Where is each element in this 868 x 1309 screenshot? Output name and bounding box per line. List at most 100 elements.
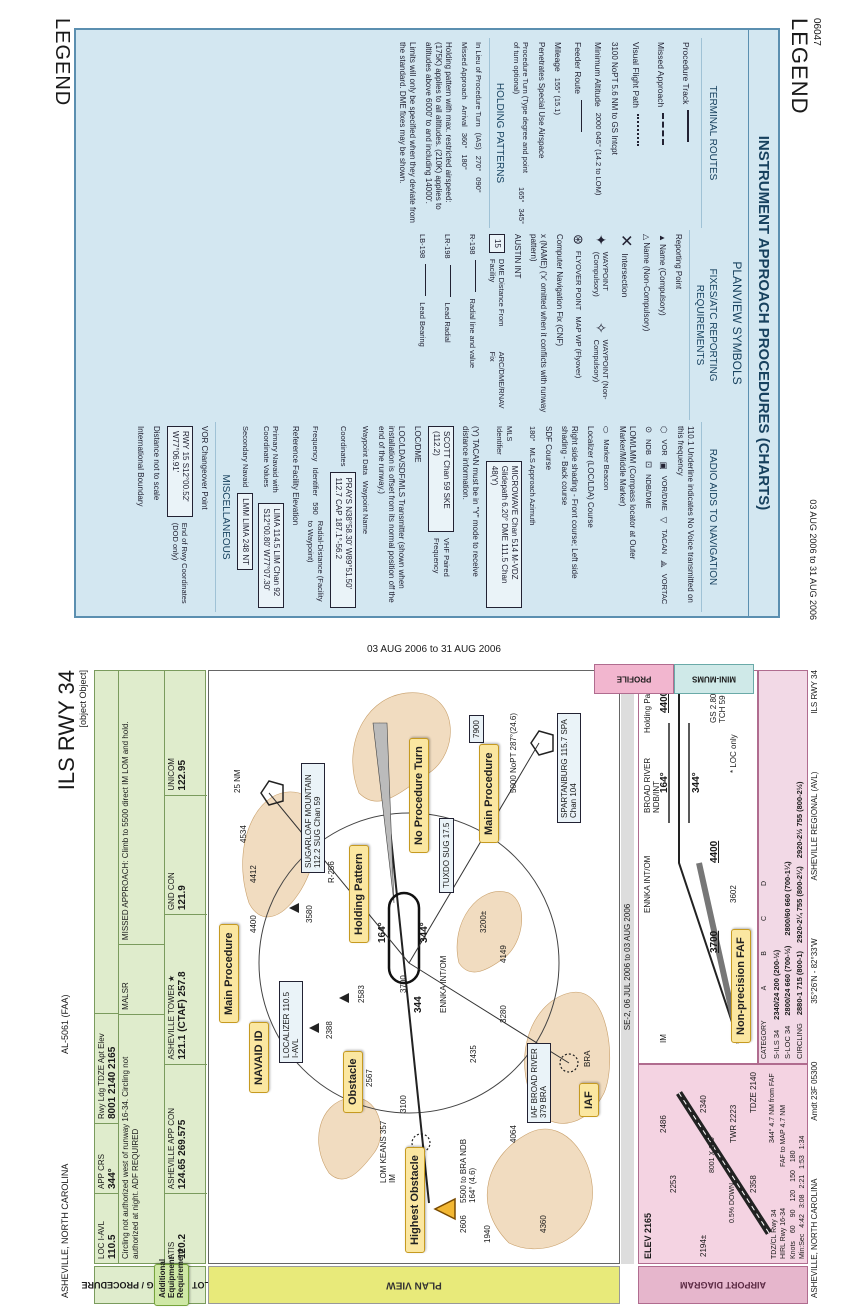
profile-view: BROAD RIVER NDB/INT Holding Pattern ENNK… [638, 670, 758, 1064]
minimums-circling-row: CIRCLING 2880-1 715 (800-1) 2920-2¼ 755 … [795, 781, 804, 1059]
runway-centerline [678, 1092, 770, 1234]
legend-flyover: ⊛ FLYOVER POINT MAP WP (Flyover) [571, 234, 587, 379]
bra-ndb-label: 5500 to BRA NDB 164° (4.6) [459, 1138, 477, 1203]
procedure-tab: PILOT BRIEFING / PROCEDURE [81, 1266, 219, 1304]
course-344-label: 344 [413, 996, 424, 1013]
visual-path-line-icon [625, 114, 640, 146]
procedure-track-line-icon [675, 110, 690, 143]
misc-heading: MISCELLANEOUS [214, 422, 232, 612]
ndb-icon: ⊙ [643, 426, 654, 434]
fixes-heading: FIXES/ATC REPORTING REQUIREMENTS [689, 230, 718, 420]
legend-header: 06047 LEGEND 03 AUG 2006 to 31 AUG 2006 [782, 10, 824, 630]
brief-missed-approach: MISSED APPROACH: Climb to 5500 direct IM… [121, 721, 130, 941]
planview-tab: PLAN VIEW [208, 1266, 620, 1304]
legend-main-title: INSTRUMENT APPROACH PROCEDURES (CHARTS) [748, 30, 778, 616]
plan-view-date: SE-2, 06 JUL 2006 to 03 AUG 2006 [621, 670, 634, 1264]
vor-dme-icon: ▣ [659, 461, 670, 470]
spartanburg-vortac-icon [530, 730, 554, 756]
legend-feeder-route: Feeder Route [567, 42, 588, 224]
callout-no-procedure-turn: No Procedure Turn [409, 738, 429, 853]
plan-view-map [242, 692, 611, 1250]
lead-bearing-line-icon [412, 264, 427, 297]
legend-mileage: Mileage 155° (15.1) [552, 42, 563, 115]
chart-header: ASHEVILLE, NORTH CAROLINA AL-5061 (FAA) … [54, 664, 92, 1304]
intersection-icon: ✕ [617, 234, 634, 248]
broad-river-ndb-icon [559, 1053, 579, 1073]
legend-col-terminal: TERMINAL ROUTES Procedure Track Missed A… [84, 38, 724, 228]
callout-main-procedure-1: Main Procedure [219, 924, 239, 1023]
minimums-table: CATEGORY A B C D S-ILS 34 2340/24 200 (2… [758, 670, 808, 1064]
flyover-icon: ⊛ [571, 234, 587, 245]
chart-footer: ASHEVILLE, NORTH CAROLINA Amdt 23F 05300… [810, 670, 819, 1298]
brief-malsr: MALSR [119, 944, 164, 1014]
chart-al-number: AL-5061 (FAA) [60, 994, 70, 1054]
localizer-feather-icon [372, 722, 395, 904]
legend-waypoints: ✦ WAYPOINT (Compulsory) ✧ WAYPOINT (Non-… [591, 234, 610, 400]
brief-loc: LOC I-AVL 110.5 [95, 1193, 118, 1263]
brief-tower: ASHEVILLE TOWER ★121.1 (CTAF) 257.8 [165, 914, 207, 1064]
legend-procedure-turn: Procedure Turn (Type degree and point of… [511, 42, 531, 224]
airport-diagram-drawing [676, 1091, 772, 1235]
chart-airport: [object Object] [78, 670, 88, 728]
separator-date: 03 AUG 2006 to 31 AUG 2006 [367, 644, 501, 655]
holding-patterns-heading: HOLDING PATTERNS [489, 38, 506, 228]
chart-location: ASHEVILLE, NORTH CAROLINA [60, 1163, 70, 1298]
legend-holding-note2: Limits will only be specified when they … [398, 42, 418, 223]
legend-sub-title: PLANVIEW SYMBOLS [730, 261, 744, 385]
callout-navaid-id: NAVAID ID [249, 1022, 269, 1093]
callout-iaf: IAF [579, 1083, 599, 1117]
legend-code: 06047 [811, 18, 822, 46]
legend-dme-distance: 15 DME Distance From Facility ARC/DME/RN… [487, 234, 506, 416]
callout-obstacle: Obstacle [343, 1050, 363, 1113]
localizer-box: LOCALIZER 110.5 I-AVL [279, 981, 303, 1063]
ennka-label: ENNKA INT/OM [439, 955, 448, 1013]
marker-beacon-icon: ⬭ [601, 426, 612, 434]
npt-route [408, 742, 540, 964]
spartanburg-box: SPARTANBURG 115.7 SPA Chan 104 [557, 713, 581, 823]
profile-holding-legs [668, 723, 690, 823]
radial-r256 [268, 792, 410, 964]
legend-title-top: LEGEND [787, 18, 812, 115]
approach-chart-region: ASHEVILLE, NORTH CAROLINA AL-5061 (FAA) … [0, 660, 868, 1309]
minimums-tab: MINI-MUMS [674, 664, 754, 694]
legend-holding-in-lieu: In Lieu of Procedure Turn (IAS) 270° 090… [474, 42, 483, 193]
glideslope-path [678, 683, 740, 1044]
brief-rwy-ldg: Rwy Ldg TDZE Apt Elev 8001 2140 2165 [95, 1013, 118, 1123]
r256-label: R-256 [327, 861, 336, 883]
legend-penetrates: Penetrates Special Use Airspace [537, 42, 547, 159]
callout-additional-equipment: Additional Equipment Requirement [154, 1249, 189, 1306]
legend-panel: INSTRUMENT APPROACH PROCEDURES (CHARTS) … [74, 28, 780, 618]
outbound-344-label: 344° [419, 922, 430, 943]
terminal-routes-heading: TERMINAL ROUTES [701, 38, 718, 228]
pilot-briefing: LOC I-AVL 110.5 APP CRS 344° Rwy Ldg TDZ… [94, 670, 207, 1264]
legend-col-radio: RADIO AIDS TO NAVIGATION 110.1 Underline… [84, 422, 724, 612]
callout-main-procedure-2: Main Procedure [479, 744, 499, 843]
profile-tab-label: PROFILE [594, 664, 674, 694]
sugarloaf-box: SUGARLOAF MOUNTAIN 112.2 SUG Chan 59 [301, 763, 325, 873]
highest-obstacle-icon [433, 1197, 456, 1221]
npt-label: 5000 NoPT 287°(24.6) [509, 713, 518, 793]
legend-ndb-types: ⊙NDB ⊡NDB/DME [643, 426, 654, 509]
lom-keans-label: LOM KEANS 357 IM [379, 1120, 397, 1183]
minimums-loc-row: S-LOC 34 2800/24 660 (700-½) 2800/60 660… [783, 861, 792, 1059]
legend-visual-flight-path: Visual Flight Path [625, 42, 646, 224]
broad-river-box: IAF BROAD RIVER 379 BRA [527, 1043, 551, 1123]
speed-table-minsec: Min:Sec 4:42 3:08 2:21 1:53 1:34 [799, 1135, 806, 1259]
legend-min-altitude: Minimum Altitude 2000 045° (14.2 to LOM) [593, 42, 604, 196]
vor-icon: ⬡ [659, 426, 670, 434]
inbound-164-label: 164° [377, 922, 388, 943]
chart-title: ILS RWY 34 [54, 670, 79, 791]
minimums-ils-row: S-ILS 34 2340/24 200 (200-½) [772, 949, 781, 1059]
waypoint-noncompulsory-icon: ✧ [593, 321, 610, 334]
legend-marker-beacon: ⬭Marker Beacon [601, 426, 612, 491]
bottom-strip: ELEV 2165 2486 2253 2340 TWR 2223 TDZE 2… [638, 670, 808, 1264]
legend-date: 03 AUG 2006 to 31 AUG 2006 [808, 499, 818, 620]
lead-radial-line-icon [437, 264, 452, 297]
callout-holding-pattern: Holding Pattern [349, 845, 369, 943]
minimums-category-row: CATEGORY A B C D [761, 880, 768, 1059]
tacan-icon: ▽ [659, 516, 670, 524]
speed-table-knots: Knots 60 90 120 150 180 [790, 1150, 797, 1259]
